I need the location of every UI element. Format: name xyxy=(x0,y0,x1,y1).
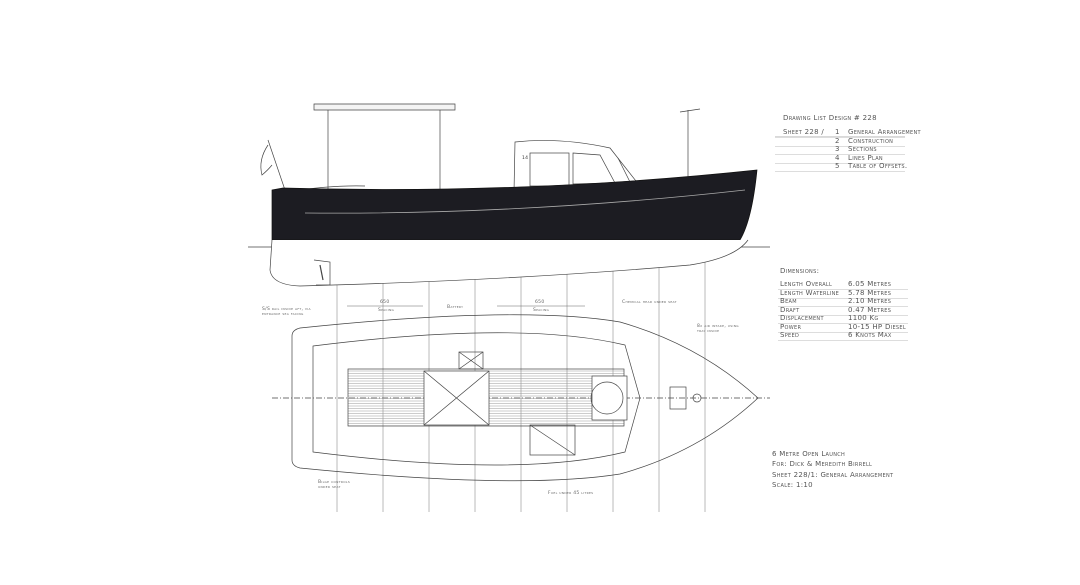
sheet-number: 4 xyxy=(835,153,840,162)
dimension-label: Draft xyxy=(780,305,800,314)
dimension-row xyxy=(778,323,908,333)
dimension-value: 1100 Kg xyxy=(848,314,879,322)
bow-note: 8x air intake, using tray inside xyxy=(697,324,739,334)
drawing-list-row xyxy=(775,162,905,172)
sheet-name: Construction xyxy=(848,136,894,145)
stern-note: S/S rail inside aft, via entrance sea fa… xyxy=(262,307,311,317)
dimension-row xyxy=(778,314,908,324)
dimension-row xyxy=(778,306,908,316)
title-block-scale: Scale: 1:10 xyxy=(772,481,813,489)
sheet-number: 3 xyxy=(835,145,840,153)
title-block-name: 6 Metre Open Launch xyxy=(772,450,846,458)
fuel-note: Fuel under 45 litres xyxy=(548,491,594,496)
sheet-number: 1 xyxy=(835,128,840,136)
dimension-label: Length Overall xyxy=(780,280,833,288)
plan-view xyxy=(272,314,770,482)
drawing-list-row xyxy=(775,154,905,164)
dimension-label: Power xyxy=(780,322,802,331)
dimension-value: 0.47 Metres xyxy=(848,305,892,314)
dimension-value: 6 Knots Max xyxy=(848,331,892,339)
dimension-row xyxy=(778,331,908,341)
sheet-name: Sections xyxy=(848,145,877,153)
dimension-value: 6.05 Metres xyxy=(848,280,892,288)
hull-topsides xyxy=(271,169,758,241)
rudder xyxy=(313,259,331,286)
head-note: Chemical head under seat xyxy=(622,300,677,305)
sheet-name: General Arrangement xyxy=(848,128,921,136)
sheet-number: 5 xyxy=(835,162,840,170)
drawing-list-sheet-label: Sheet 228 / xyxy=(783,128,825,136)
spacing-right-label: Spacing xyxy=(533,308,550,313)
dimension-value: 10-15 HP Diesel xyxy=(848,322,906,331)
spacing-left-label: Spacing xyxy=(378,308,395,313)
hull-underwater xyxy=(269,239,749,287)
dimensions-title: Dimensions: xyxy=(780,267,820,275)
dimension-label: Beam xyxy=(780,297,797,305)
drawing-list-row xyxy=(775,128,905,138)
drawing-list-row xyxy=(775,137,905,147)
hatch xyxy=(590,381,624,415)
dimension-value: 5.78 Metres xyxy=(848,288,892,297)
dimension-label: Length Waterline xyxy=(780,288,840,297)
sun-canopy xyxy=(313,103,456,193)
flag-staff xyxy=(267,139,286,191)
dimension-value: 2.10 Metres xyxy=(848,297,892,305)
battery-label: Battery xyxy=(447,305,464,310)
bilge-note: Bilge controls under seat xyxy=(318,480,351,490)
spacing-right-value: 650 xyxy=(535,300,545,305)
sheet-number: 2 xyxy=(835,136,840,145)
dimension-label: Speed xyxy=(780,331,800,339)
sheet-name: Lines Plan xyxy=(848,153,883,162)
dimension-row xyxy=(778,289,908,299)
spacing-left-value: 650 xyxy=(380,300,390,305)
drawing-list-title: Drawing List Design # 228 xyxy=(783,114,877,122)
sheet-name: Table of Offsets. xyxy=(848,162,908,170)
title-block-client: For: Dick & Meredith Birrell xyxy=(772,460,873,468)
dimension-row xyxy=(778,280,908,290)
dimension-label: Displacement xyxy=(780,314,824,322)
hull-number: 14 xyxy=(522,156,529,161)
drawing-list-row xyxy=(775,145,905,155)
dimension-row xyxy=(778,297,908,307)
title-block-sheet: Sheet 228/1: General Arrangement xyxy=(772,471,894,479)
